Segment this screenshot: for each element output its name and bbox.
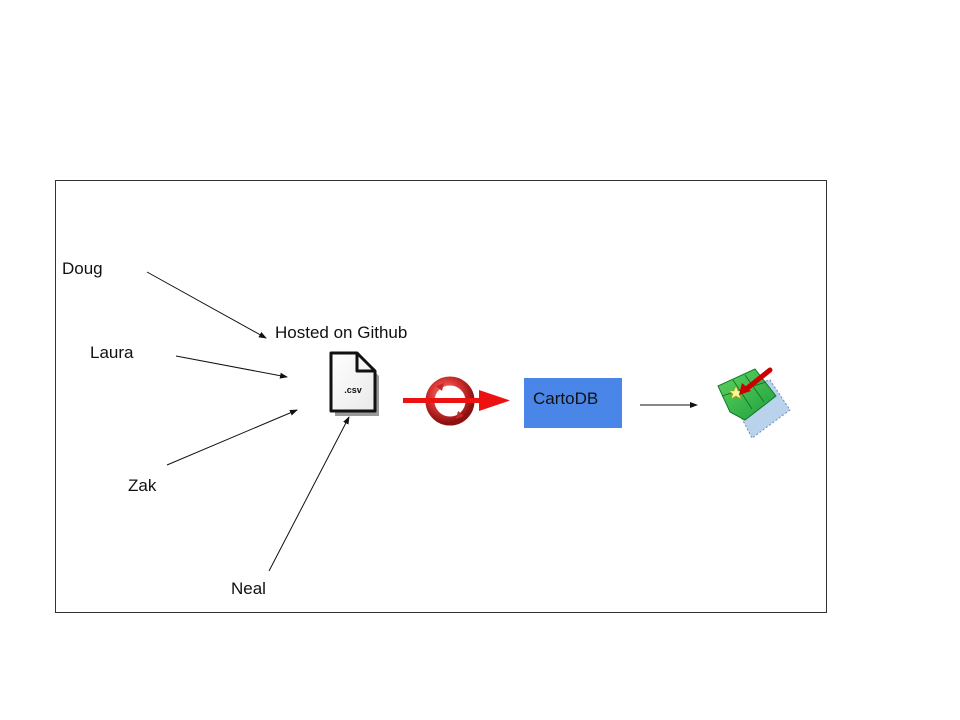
csv-file-icon: .csv [329,351,379,416]
arrow-doug [146,271,267,339]
arrow-laura [175,355,288,379]
cartodb-label: CartoDB [533,389,599,408]
contributor-zak: Zak [128,476,157,495]
csv-extension-label: .csv [344,385,362,395]
cartodb-box: CartoDB [524,378,622,428]
arrow-zak [166,409,298,466]
diagram-frame [55,180,827,613]
map-marker-icon [717,367,791,439]
refresh-arrow-icon [403,376,510,426]
contributor-doug: Doug [62,259,103,278]
contributor-laura: Laura [90,343,134,362]
arrow-neal [268,416,350,572]
hosted-label: Hosted on Github [275,323,408,342]
contributor-neal: Neal [231,579,266,598]
